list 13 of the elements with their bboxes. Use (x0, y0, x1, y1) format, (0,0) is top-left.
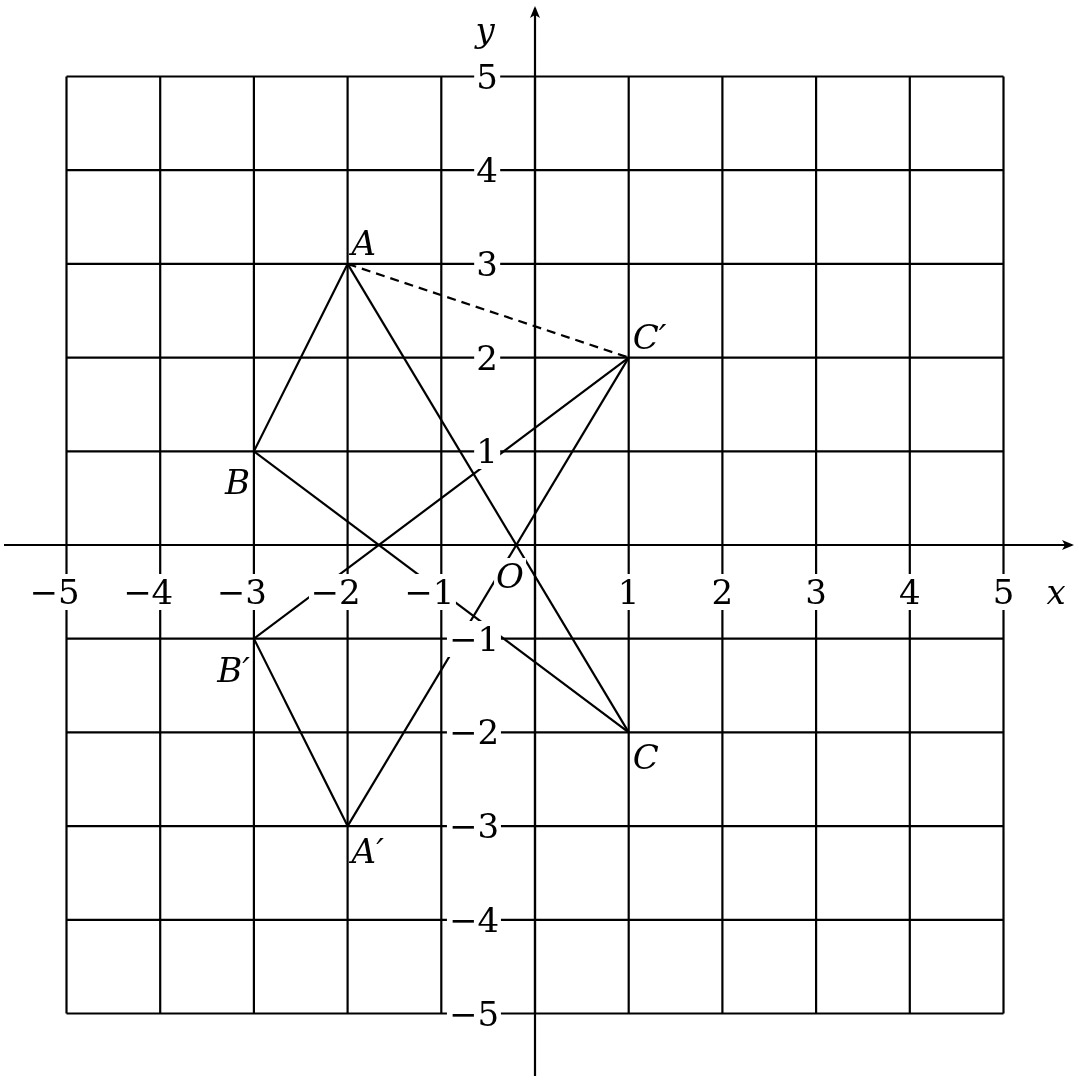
point-label: B′ (213, 638, 254, 691)
dashed-line (347, 262, 630, 359)
tick-label: −1 (446, 620, 502, 657)
line-segment (346, 357, 630, 827)
line-segment (252, 638, 349, 827)
point-label: B (220, 451, 254, 504)
line-segment (253, 356, 630, 640)
point-label: A (347, 221, 381, 264)
line-segment (346, 263, 630, 733)
point-label: C (628, 732, 663, 779)
point-label: C′ (628, 315, 671, 358)
line-segment (252, 263, 349, 452)
point-label: A′ (347, 826, 388, 873)
